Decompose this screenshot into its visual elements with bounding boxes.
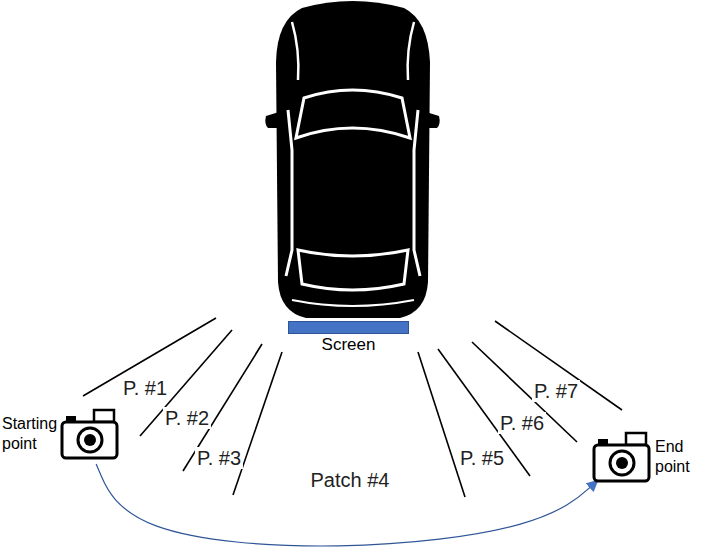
- screen-bar: [288, 321, 409, 334]
- camera-lens: [78, 428, 102, 452]
- camera-lens-center: [84, 434, 96, 446]
- patch-boundary-lines: [83, 318, 622, 497]
- patch-label: P. #6: [498, 412, 546, 434]
- patch-label: P. #7: [532, 380, 580, 402]
- patch-line: [418, 352, 465, 497]
- car-tail-line: [292, 300, 414, 306]
- camera-icon: [60, 408, 120, 460]
- camera-body: [594, 445, 649, 481]
- camera-body: [62, 422, 117, 458]
- camera-label: Starting point: [2, 414, 57, 454]
- camera-position: End point: [592, 431, 690, 483]
- patch-line: [495, 321, 622, 410]
- camera-lens: [610, 451, 634, 475]
- camera-position: Starting point: [2, 408, 120, 460]
- patch-line: [233, 352, 282, 495]
- camera-lens-center: [616, 457, 628, 469]
- patch-label: P. #2: [163, 407, 211, 429]
- camera-label: End point: [655, 437, 690, 477]
- camera-icon: [592, 431, 652, 483]
- patch-label: P. #5: [458, 447, 506, 469]
- camera-button: [598, 439, 608, 445]
- camera-flash: [626, 433, 646, 445]
- camera-button: [66, 416, 76, 422]
- patch-line: [140, 330, 232, 436]
- car-top-view: [265, 1, 439, 318]
- patch-line: [472, 342, 577, 442]
- patch-line: [183, 344, 262, 471]
- camera-path-arrow: [96, 464, 597, 546]
- patch-label: P. #3: [195, 447, 243, 469]
- screen-box: Screen: [288, 321, 409, 355]
- screen-label: Screen: [288, 335, 409, 355]
- car-rear-window: [298, 250, 408, 290]
- camera-flash: [94, 410, 114, 422]
- patch-label: P. #1: [121, 377, 169, 399]
- patch-label: Patch #4: [309, 469, 392, 491]
- car-windshield: [296, 90, 410, 138]
- car-hood-line: [292, 22, 414, 80]
- patch-line: [83, 318, 216, 396]
- car-body: [276, 1, 430, 318]
- patch-line: [438, 349, 530, 476]
